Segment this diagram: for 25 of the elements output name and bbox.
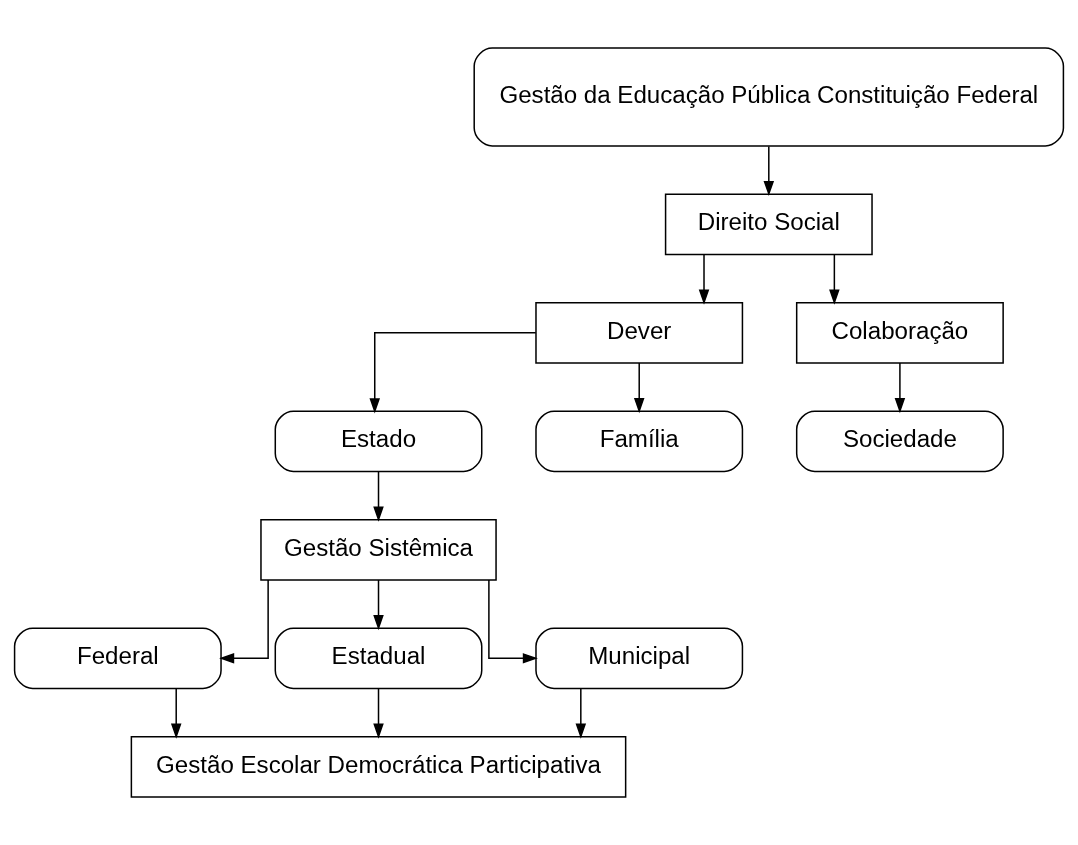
arrow — [633, 362, 645, 414]
arrow — [829, 253, 840, 305]
arrow — [373, 470, 384, 522]
node-box: Federal — [13, 627, 222, 690]
node-box: Colaboração — [795, 301, 1004, 364]
arrow — [369, 332, 537, 414]
node-box: Estado — [274, 410, 483, 473]
arrow — [763, 145, 775, 197]
node-box: Gestão Sistêmica — [260, 518, 497, 581]
node-box: Direito Social — [664, 193, 873, 256]
arrow — [170, 687, 182, 739]
arrow — [488, 579, 538, 664]
arrow — [894, 362, 906, 414]
node-box: Dever — [535, 301, 744, 364]
node-box: Estadual — [274, 627, 483, 690]
arrow — [698, 253, 710, 305]
arrow — [373, 579, 384, 631]
node-box: Sociedade — [795, 410, 1004, 473]
node-box: Gestão Escolar Democrática Participativa — [130, 735, 627, 798]
arrow — [575, 687, 587, 739]
node-box: Família — [535, 410, 744, 473]
node-box: Gestão da Educação Pública Constituição Federal — [473, 47, 1065, 147]
node-box: Municipal — [535, 627, 744, 690]
arrow — [219, 579, 269, 664]
arrow — [373, 687, 384, 739]
